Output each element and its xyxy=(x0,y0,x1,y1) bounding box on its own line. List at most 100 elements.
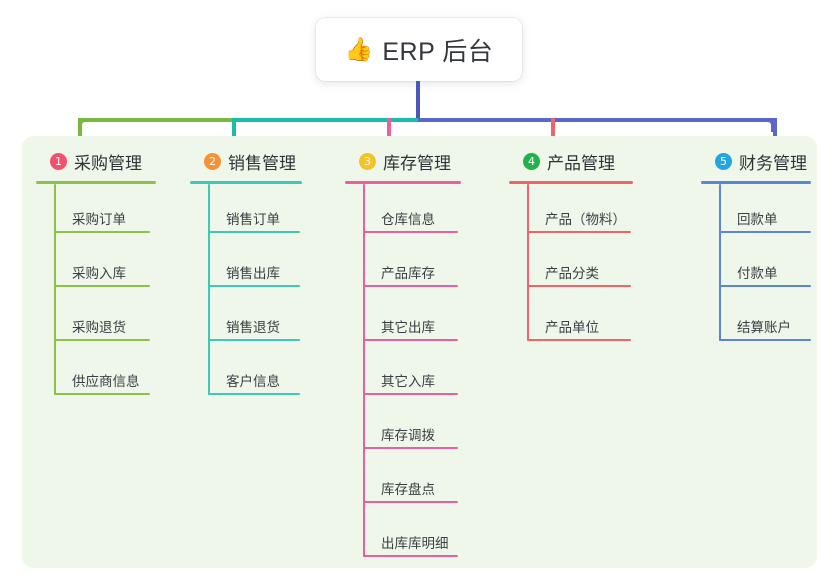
branch-item-label: 产品单位 xyxy=(545,320,599,335)
branch-item[interactable]: 产品库存 xyxy=(363,238,461,292)
branch-title-3: 库存管理 xyxy=(383,153,451,173)
branch-badge-3: 3 xyxy=(359,152,376,170)
branch-item-rule xyxy=(527,231,631,233)
branch-item[interactable]: 销售订单 xyxy=(208,184,302,238)
branch-badge-2: 2 xyxy=(204,152,221,170)
branch-item-label: 采购入库 xyxy=(72,266,126,281)
branch-header-5[interactable]: 5 财务管理 xyxy=(701,146,811,176)
branch-spine-1 xyxy=(54,184,56,395)
branch-item[interactable]: 采购入库 xyxy=(54,238,156,292)
branch-item[interactable]: 客户信息 xyxy=(208,346,302,400)
branch-header-4[interactable]: 4 产品管理 xyxy=(509,146,633,176)
root-stem-connector xyxy=(416,81,420,121)
branch-rule-4 xyxy=(509,181,633,184)
branch-rule-3 xyxy=(345,181,461,184)
branch-item-label: 产品（物料） xyxy=(545,212,626,227)
branch-item-label: 产品库存 xyxy=(381,266,435,281)
branch-rule-5 xyxy=(701,181,811,184)
branch-item[interactable]: 采购退货 xyxy=(54,292,156,346)
branch-items-2: 销售订单销售出库销售退货客户信息 xyxy=(190,184,302,400)
branch-header-3[interactable]: 3 库存管理 xyxy=(345,146,461,176)
branch-item-rule xyxy=(719,231,811,233)
branch-item[interactable]: 回款单 xyxy=(719,184,811,238)
branch-item-rule xyxy=(527,339,631,341)
branch-items-5: 回款单付款单结算账户 xyxy=(701,184,811,346)
branch-item-label: 仓库信息 xyxy=(381,212,435,227)
branch-item-label: 销售订单 xyxy=(226,212,280,227)
branch-badge-1: 1 xyxy=(50,152,67,170)
branch-item[interactable]: 出库库明细 xyxy=(363,508,461,562)
branch-column-4: 4 产品管理产品（物料） 产品分类产品单位 xyxy=(509,146,633,346)
branch-item-rule xyxy=(719,285,811,287)
branch-item-label: 销售退货 xyxy=(226,320,280,335)
branch-title-2: 销售管理 xyxy=(228,153,296,173)
root-title: ERP 后台 xyxy=(382,37,494,66)
bus-segment-mid xyxy=(232,118,418,122)
branch-item-rule xyxy=(208,393,300,395)
branch-item-label: 其它入库 xyxy=(381,374,435,389)
branch-item-rule xyxy=(363,339,458,341)
branch-item[interactable]: 其它入库 xyxy=(363,346,461,400)
branch-item[interactable]: 销售退货 xyxy=(208,292,302,346)
branch-item-label: 付款单 xyxy=(737,266,778,281)
branch-item[interactable]: 产品单位 xyxy=(527,292,633,346)
branch-item-rule xyxy=(363,447,458,449)
branch-item-rule xyxy=(719,339,811,341)
bus-segment-right xyxy=(418,118,775,122)
branch-item-rule xyxy=(363,393,458,395)
branch-header-2[interactable]: 2 销售管理 xyxy=(190,146,302,176)
thumbs-up-icon: 👍 xyxy=(344,36,374,62)
branch-item-rule xyxy=(54,285,150,287)
branch-item-rule xyxy=(208,285,300,287)
branch-title-5: 财务管理 xyxy=(739,153,807,173)
branch-item[interactable]: 库存调拨 xyxy=(363,400,461,454)
branch-item-rule xyxy=(363,501,458,503)
branch-item[interactable]: 其它出库 xyxy=(363,292,461,346)
branch-item-rule xyxy=(54,339,150,341)
branch-item[interactable]: 采购订单 xyxy=(54,184,156,238)
branch-rule-1 xyxy=(36,181,156,184)
branch-item[interactable]: 库存盘点 xyxy=(363,454,461,508)
branch-spine-2 xyxy=(208,184,210,395)
branch-item-rule xyxy=(527,285,631,287)
branch-column-3: 3 库存管理仓库信息产品库存其它出库其它入库库存调拨库存盘点出库库明细 xyxy=(345,146,461,562)
branch-item[interactable]: 结算账户 xyxy=(719,292,811,346)
branch-item-rule xyxy=(208,231,300,233)
branch-item[interactable]: 销售出库 xyxy=(208,238,302,292)
branch-item[interactable]: 产品（物料） xyxy=(527,184,633,238)
branch-title-4: 产品管理 xyxy=(547,153,615,173)
branch-item-rule xyxy=(363,555,458,557)
root-node[interactable]: 👍 ERP 后台 xyxy=(316,18,522,81)
branch-items-1: 采购订单采购入库采购退货供应商信息 xyxy=(36,184,156,400)
branches-panel xyxy=(22,136,817,568)
branch-item[interactable]: 付款单 xyxy=(719,238,811,292)
branch-item-label: 出库库明细 xyxy=(381,536,449,551)
branch-rule-2 xyxy=(190,181,302,184)
branch-spine-5 xyxy=(719,184,721,341)
branch-item[interactable]: 产品分类 xyxy=(527,238,633,292)
branch-item[interactable]: 仓库信息 xyxy=(363,184,461,238)
branch-item-label: 结算账户 xyxy=(737,320,791,335)
branch-item-label: 库存盘点 xyxy=(381,482,435,497)
branch-item-rule xyxy=(54,393,150,395)
branch-badge-4: 4 xyxy=(523,152,540,170)
branch-items-3: 仓库信息产品库存其它出库其它入库库存调拨库存盘点出库库明细 xyxy=(345,184,461,562)
branch-item-label: 销售出库 xyxy=(226,266,280,281)
branch-item-label: 其它出库 xyxy=(381,320,435,335)
branch-item-label: 回款单 xyxy=(737,212,778,227)
branch-spine-3 xyxy=(363,184,365,557)
branch-item-rule xyxy=(363,285,458,287)
branch-column-2: 2 销售管理销售订单销售出库销售退货客户信息 xyxy=(190,146,302,400)
branch-column-5: 5 财务管理回款单付款单结算账户 xyxy=(701,146,811,346)
branch-item-label: 客户信息 xyxy=(226,374,280,389)
branch-item-label: 产品分类 xyxy=(545,266,599,281)
branch-item-label: 采购订单 xyxy=(72,212,126,227)
branch-item[interactable]: 供应商信息 xyxy=(54,346,156,400)
branch-item-rule xyxy=(363,231,458,233)
branch-spine-4 xyxy=(527,184,529,341)
branch-badge-5: 5 xyxy=(715,152,732,170)
branch-item-label: 采购退货 xyxy=(72,320,126,335)
